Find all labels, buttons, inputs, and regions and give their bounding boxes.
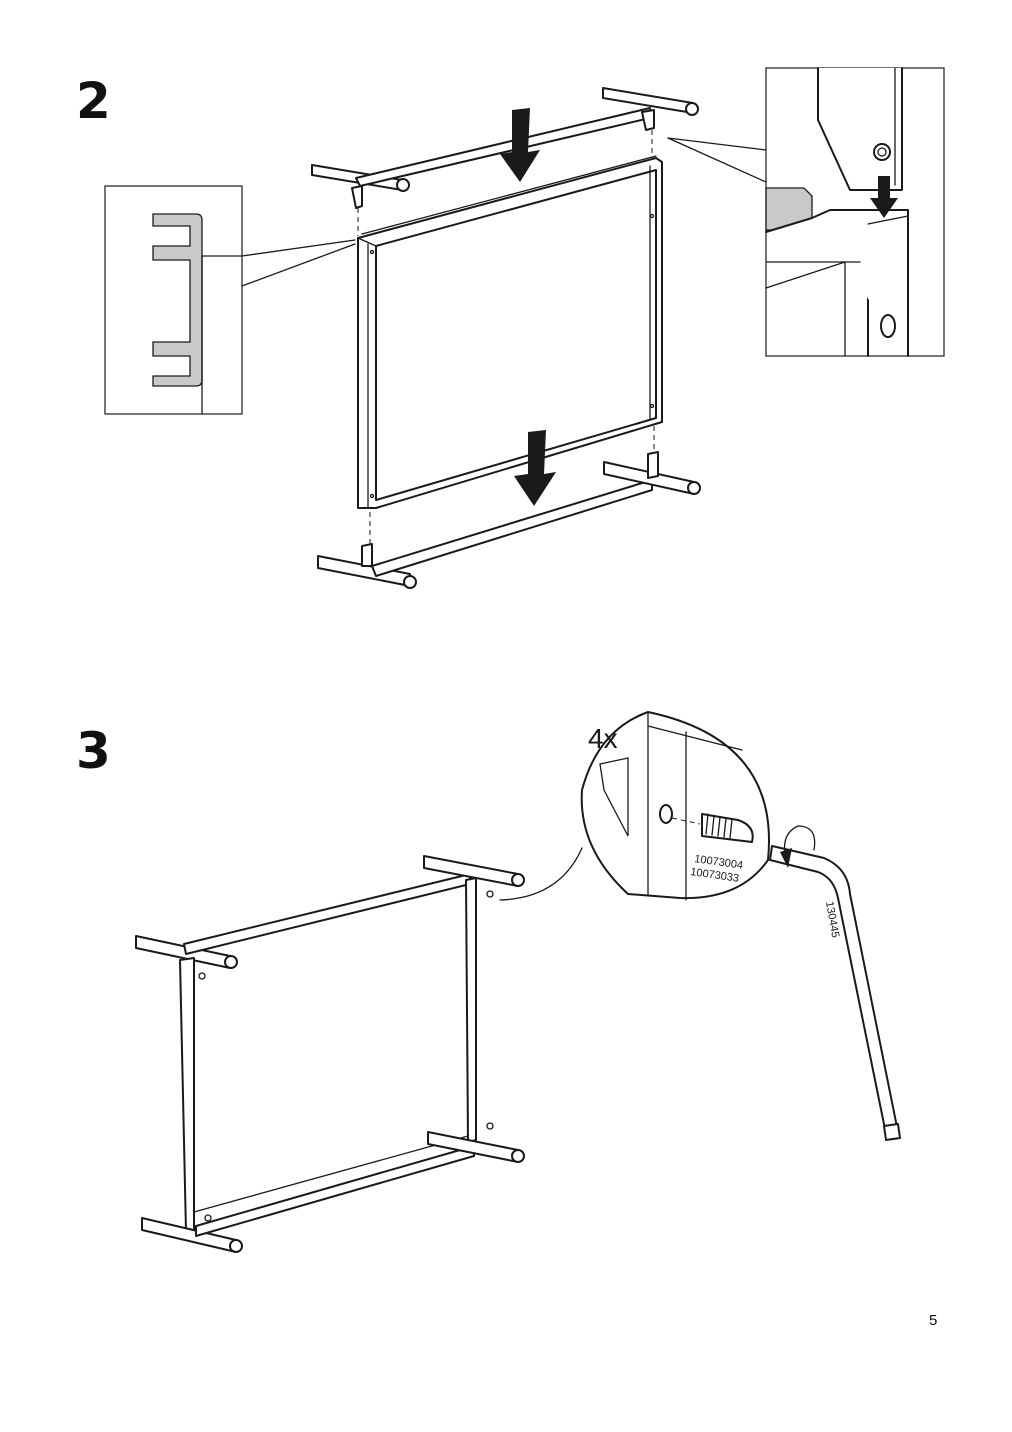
hex-key-icon <box>769 825 901 1141</box>
quantity-label: 4x <box>588 723 618 754</box>
assembled-frame <box>135 855 525 1253</box>
top-bar <box>311 87 699 209</box>
step2-illustration <box>104 67 945 589</box>
step3-illustration: 4x 10073004 10073033 130445 <box>135 711 901 1253</box>
bottom-base <box>317 451 701 589</box>
quantity-text: 4x <box>588 723 618 754</box>
down-arrow-icon <box>500 108 540 182</box>
rail-profile-detail <box>104 185 356 415</box>
frame-panel <box>357 155 663 509</box>
down-arrow-icon <box>514 430 556 506</box>
hex-key-id: 130445 <box>823 900 841 938</box>
step-number-3: 3 <box>76 722 111 780</box>
leg-connection-detail <box>667 67 945 357</box>
screw-detail <box>499 711 770 901</box>
step-number-2: 2 <box>76 72 111 130</box>
page-number: 5 <box>929 1312 938 1329</box>
